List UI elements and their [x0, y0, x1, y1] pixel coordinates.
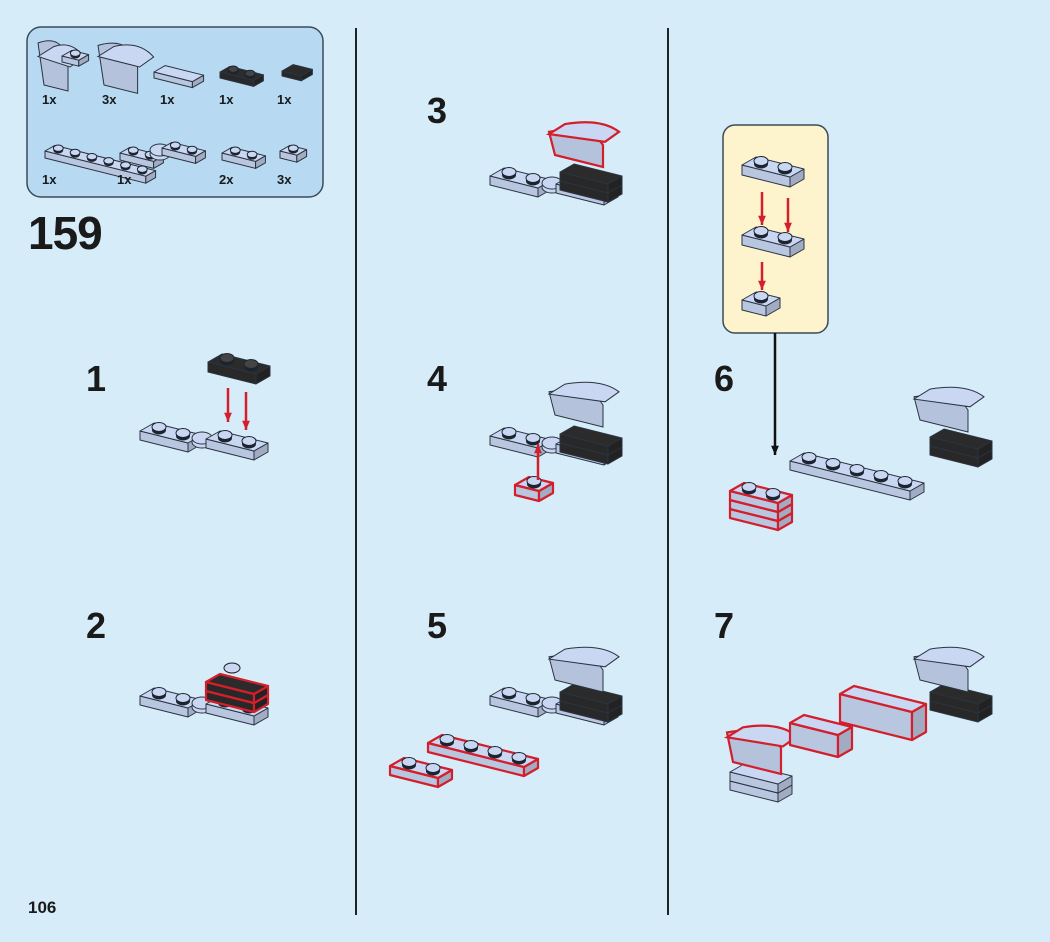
- slope-top: [912, 386, 985, 408]
- main-step-number: 159: [28, 207, 103, 259]
- arrow-head: [771, 445, 779, 455]
- stud-top: [52, 144, 64, 152]
- stud-top: [127, 146, 139, 154]
- brick-top: [729, 763, 793, 785]
- slope-top: [96, 44, 155, 68]
- stud-top: [229, 146, 241, 154]
- stud-top: [69, 49, 81, 57]
- brick-top: [788, 713, 854, 737]
- part-qty: 1x: [277, 92, 292, 107]
- stud-top: [525, 433, 541, 443]
- step-number-7: 7: [714, 605, 735, 646]
- stud-top: [753, 226, 769, 236]
- stud-top: [169, 141, 181, 149]
- step-number-2: 2: [86, 605, 107, 646]
- stud-top: [753, 291, 769, 301]
- stud-top: [175, 693, 191, 703]
- brick-top: [426, 733, 540, 769]
- stud-top: [227, 65, 239, 73]
- brick-top: [204, 672, 270, 696]
- stud-top: [511, 752, 527, 762]
- stud-top: [777, 232, 793, 242]
- stud-top: [219, 353, 235, 363]
- slope-top: [912, 646, 985, 668]
- page-number: 106: [28, 898, 57, 917]
- step-number-5: 5: [427, 605, 448, 646]
- slope-top: [547, 646, 620, 668]
- stud-top: [741, 482, 757, 492]
- part-qty: 2x: [219, 172, 234, 187]
- stud-top: [777, 162, 793, 172]
- brick-top: [929, 683, 993, 705]
- stud-top: [425, 763, 441, 773]
- step-number-1: 1: [86, 358, 107, 399]
- stud-top: [439, 734, 455, 744]
- stud-top: [825, 458, 841, 468]
- stud-top: [241, 436, 257, 446]
- arrow-head: [224, 412, 232, 422]
- part-qty: 1x: [117, 172, 132, 187]
- stud-top: [217, 430, 233, 440]
- part-qty: 3x: [102, 92, 117, 107]
- part-qty: 3x: [277, 172, 292, 187]
- brick-top: [153, 65, 205, 83]
- arrow-head: [242, 420, 250, 430]
- stud-top: [151, 687, 167, 697]
- stud-top: [525, 173, 541, 183]
- brick-top: [559, 163, 623, 185]
- stud: [223, 662, 241, 674]
- slope-top: [547, 381, 620, 403]
- stud-top: [897, 476, 913, 486]
- arrow-head: [758, 280, 766, 290]
- part-qty: 1x: [42, 92, 57, 107]
- brick-top: [929, 428, 993, 450]
- part-qty: 1x: [42, 172, 57, 187]
- stud-top: [501, 687, 517, 697]
- part-qty: 1x: [160, 92, 175, 107]
- arrow-head: [534, 444, 542, 454]
- stud-top: [244, 69, 256, 78]
- stud-top: [175, 428, 191, 438]
- arrow-head: [758, 215, 766, 225]
- brick-top: [838, 684, 928, 714]
- part-qty: 1x: [219, 92, 234, 107]
- step-number-3: 3: [427, 90, 448, 131]
- arrow-head: [784, 222, 792, 232]
- stud-top: [186, 145, 198, 154]
- brick-top: [559, 683, 623, 705]
- step-number-4: 4: [427, 358, 448, 399]
- stud-top: [243, 359, 259, 369]
- stud-top: [120, 161, 131, 169]
- stud-top: [849, 464, 865, 474]
- stud-top: [401, 757, 417, 767]
- stud-top: [525, 693, 541, 703]
- stud-top: [801, 452, 817, 462]
- stud-top: [86, 152, 98, 161]
- stud-top: [753, 156, 769, 166]
- stud-top: [487, 746, 503, 756]
- stud-top: [501, 427, 517, 437]
- stud-top: [765, 488, 781, 498]
- stud-top: [873, 470, 889, 480]
- stud-top: [151, 422, 167, 432]
- brick-top: [559, 425, 623, 447]
- step-number-6: 6: [714, 358, 735, 399]
- stud-top: [246, 150, 258, 159]
- stud-top: [287, 144, 299, 152]
- stud-top: [69, 148, 81, 157]
- stud-top: [501, 167, 517, 177]
- stud-top: [103, 157, 115, 165]
- brick-top: [281, 64, 313, 77]
- stud-top: [136, 165, 148, 173]
- stud-top: [463, 740, 479, 750]
- slope-top: [545, 121, 621, 143]
